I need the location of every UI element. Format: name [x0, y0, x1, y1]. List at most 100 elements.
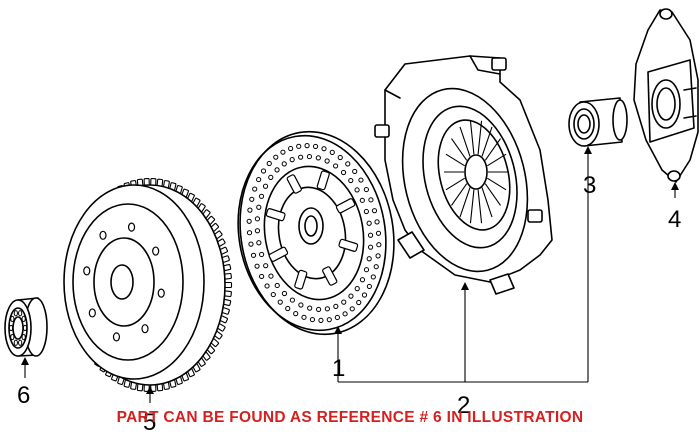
disc-rivet [274, 167, 280, 173]
leader-lines [21, 146, 679, 403]
clutch-disc [237, 130, 395, 336]
disc-rivet [354, 286, 360, 292]
disc-rivet [246, 218, 252, 224]
damper-spring [294, 269, 308, 290]
disc-rivet [374, 219, 380, 225]
release-bearing [568, 97, 628, 147]
disc-rivet [315, 306, 322, 313]
disc-rivet [375, 253, 381, 259]
callout-1: 1 [332, 355, 345, 382]
disc-rivet [309, 316, 316, 323]
callout-3: 3 [583, 172, 596, 199]
disc-rivet [289, 297, 296, 303]
disc-rivet [289, 157, 295, 163]
disc-rivet [270, 291, 276, 298]
disc-rivet [248, 241, 254, 247]
arrow-1 [334, 326, 342, 334]
diaphragm-finger [484, 138, 501, 161]
disc-rivet [260, 168, 267, 174]
bearing-ball [21, 315, 26, 322]
disc-rivet [273, 154, 279, 160]
disc-rivet [256, 176, 262, 183]
disc-rivet [268, 174, 274, 180]
disc-rivet [349, 306, 355, 312]
disc-rivet [304, 143, 310, 149]
damper-spring [286, 174, 302, 194]
disc-rivet [334, 314, 340, 321]
callouts: 1 2 3 4 5 6 [17, 172, 681, 434]
callout-5: 5 [143, 409, 156, 434]
arrow-5 [146, 386, 154, 394]
disc-rivet [285, 305, 291, 312]
disc-rivet [252, 186, 258, 192]
disc-rivet [370, 274, 376, 280]
disc-rivet [315, 155, 321, 161]
diaphragm-finger [451, 183, 468, 206]
diaphragm-finger [481, 126, 493, 157]
diaphragm-finger [451, 138, 468, 161]
disc-rivet [348, 177, 354, 184]
diaphragm-finger [477, 189, 483, 224]
disc-rivet [324, 158, 330, 164]
damper-spring [265, 208, 286, 222]
disc-rivet [281, 290, 288, 297]
diaphragm-finger [484, 183, 501, 206]
disc-rivet [280, 149, 286, 155]
disc-rivet [366, 220, 372, 226]
disc-rivet [254, 263, 260, 269]
flywheel-bolt-hole [112, 332, 121, 342]
disc-rivet [246, 230, 253, 236]
flywheel-bolt-hole [127, 222, 136, 232]
disc-rivet [341, 299, 347, 305]
disc-rivet [262, 183, 269, 189]
bearing-ball [18, 310, 23, 317]
disc-rivet [366, 283, 372, 290]
disc-rivet [324, 306, 330, 312]
arrow-2 [461, 282, 469, 290]
disc-rivet [277, 299, 283, 305]
disc-rivet [259, 251, 265, 258]
disc-rivet [337, 154, 343, 161]
disc-rivet [359, 277, 366, 283]
disc-rivet [288, 145, 294, 152]
disc-rivet [368, 197, 374, 203]
disc-rivet [352, 168, 358, 175]
disc-rivet [366, 256, 372, 262]
disc-rivet [342, 311, 348, 317]
diaphragm-finger [486, 153, 507, 167]
bearing-ball [18, 339, 23, 346]
disc-rivet [359, 197, 365, 203]
disc-rivet [298, 302, 304, 308]
disc-rivet [321, 146, 327, 152]
damper-spring [338, 238, 359, 252]
disc-rivet [274, 282, 280, 289]
disc-rivet [307, 305, 313, 311]
disc-rivet [373, 264, 379, 270]
disc-rivet [354, 187, 360, 193]
arrow-6 [21, 357, 29, 365]
damper-spring [322, 266, 338, 286]
disc-rivet [254, 228, 261, 234]
disc-rivet [264, 283, 270, 289]
disc-rivet [312, 143, 319, 150]
diaphragm-finger [486, 177, 507, 191]
disc-rivet [363, 267, 370, 273]
disc-rivet [281, 161, 287, 167]
disc-rivet [329, 149, 335, 155]
callout-6: 6 [17, 382, 30, 409]
disc-rivet [375, 230, 382, 236]
disc-rivet [247, 207, 253, 213]
disc-rivet [367, 244, 374, 250]
pilot-bearing [4, 297, 48, 357]
diaphragm-finger [445, 177, 466, 191]
disc-rivet [363, 208, 369, 215]
guide-plate [633, 8, 699, 183]
arrow-3 [584, 146, 592, 154]
disc-rivet [254, 216, 261, 222]
disc-rivet [318, 317, 324, 323]
disc-rivet [358, 177, 364, 183]
disc-rivet [259, 273, 265, 280]
flywheel-bolt-hole [152, 246, 160, 256]
